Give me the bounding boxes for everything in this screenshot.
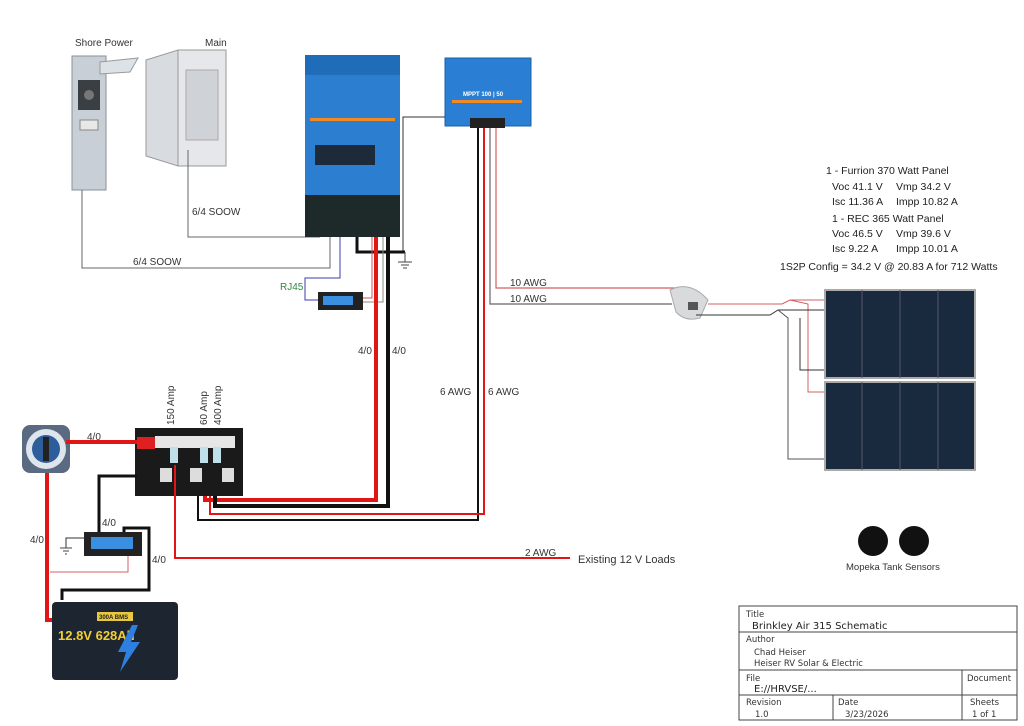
panel-specs: 1 - Furrion 370 Watt Panel Voc 41.1 V Vm… bbox=[780, 165, 998, 273]
author-label: Author bbox=[746, 635, 775, 645]
panel2-voc: Voc 46.5 V bbox=[832, 228, 883, 240]
drawing-title: Brinkley Air 315 Schematic bbox=[752, 621, 887, 632]
inverter-neg-label: 4/0 bbox=[392, 346, 406, 357]
panel2-isc: Isc 9.22 A bbox=[832, 243, 878, 255]
shore-power-label: Shore Power bbox=[75, 38, 133, 49]
inverter-ground-wire bbox=[355, 237, 405, 254]
sheets-label: Sheets bbox=[970, 698, 1000, 708]
author-name: Chad Heiser bbox=[754, 648, 806, 658]
battery-bms-label: 300A BMS bbox=[99, 615, 128, 621]
panel1-impp: Impp 10.82 A bbox=[896, 196, 958, 208]
panel1-vmp: Vmp 34.2 V bbox=[896, 181, 951, 193]
panel1-voc: Voc 41.1 V bbox=[832, 181, 883, 193]
mppt-negative-cable bbox=[197, 128, 479, 521]
battery-monitor-display bbox=[318, 292, 363, 310]
panel1-isc: Isc 11.36 A bbox=[832, 196, 883, 208]
shunt bbox=[84, 532, 142, 556]
rj45-cable bbox=[304, 237, 341, 301]
battery-pos-label: 4/0 bbox=[30, 535, 44, 546]
fuse-150-label: 150 Amp bbox=[166, 385, 177, 425]
panel1-title: 1 - Furrion 370 Watt Panel bbox=[826, 165, 949, 177]
monitor-pos-wire bbox=[363, 237, 373, 299]
file-path: E://HRVSE/... bbox=[754, 684, 817, 695]
pv-negative-wire bbox=[489, 128, 672, 305]
shunt-to-battery-cable bbox=[60, 526, 151, 600]
file-label: File bbox=[746, 674, 760, 684]
fuse-60-label: 60 Amp bbox=[199, 391, 210, 425]
shunt-sense-wire bbox=[50, 556, 129, 573]
tank-sensors-label: Mopeka Tank Sensors bbox=[846, 562, 940, 573]
pv-pos-label: 10 AWG bbox=[510, 278, 547, 289]
ground-icon bbox=[398, 252, 412, 269]
document-label: Document bbox=[967, 674, 1012, 684]
mppt-pos-label: 6 AWG bbox=[488, 387, 520, 398]
panel-positive-wire bbox=[708, 299, 826, 305]
tank-sensors bbox=[858, 526, 929, 556]
rj45-label: RJ45 bbox=[280, 282, 304, 293]
revision-value: 1.0 bbox=[755, 710, 769, 720]
panel2-positive-wire bbox=[789, 299, 826, 393]
bus-bar-fuse-block bbox=[135, 428, 243, 496]
mppt-neg-label: 6 AWG bbox=[440, 387, 472, 398]
soow-wire-shore bbox=[81, 190, 331, 269]
title-block bbox=[738, 605, 1018, 721]
existing-loads-label: Existing 12 V Loads bbox=[578, 554, 676, 566]
revision-label: Revision bbox=[746, 698, 782, 708]
roof-cable-entry-gland bbox=[669, 286, 709, 320]
panel2-vmp: Vmp 39.6 V bbox=[896, 228, 951, 240]
sheets-value: 1 of 1 bbox=[972, 710, 996, 720]
array-config: 1S2P Config = 34.2 V @ 20.83 A for 712 W… bbox=[780, 261, 998, 273]
date-label: Date bbox=[838, 698, 858, 708]
battery-disconnect-switch[interactable] bbox=[22, 425, 70, 473]
inverter-charger bbox=[305, 55, 400, 237]
lightning-icon bbox=[118, 625, 140, 672]
main-panel bbox=[145, 49, 227, 167]
bus-to-shunt-cable bbox=[97, 474, 137, 535]
monitor-neg-wire bbox=[363, 237, 384, 303]
fuse-400-label: 400 Amp bbox=[213, 385, 224, 425]
loads-cable bbox=[174, 465, 570, 559]
soow-wire-main bbox=[187, 150, 320, 238]
soow-shore-label: 6/4 SOOW bbox=[133, 257, 182, 268]
battery-capacity-label: 12.8V 628Ah bbox=[58, 628, 135, 643]
mppt-label: MPPT 100 | 50 bbox=[463, 92, 504, 98]
panel2-negative-wire bbox=[777, 309, 826, 460]
company-name: Heiser RV Solar & Electric bbox=[754, 659, 863, 669]
title-label: Title bbox=[745, 610, 764, 620]
date-value: 3/23/2026 bbox=[845, 710, 889, 720]
switch-cable-label: 4/0 bbox=[87, 432, 101, 443]
shunt-battery-label: 4/0 bbox=[152, 555, 166, 566]
panel2-title: 1 - REC 365 Watt Panel bbox=[832, 213, 944, 225]
shunt-top-label: 4/0 bbox=[102, 518, 116, 529]
mppt-charge-controller: MPPT 100 | 50 bbox=[444, 57, 532, 128]
inverter-pos-label: 4/0 bbox=[358, 346, 372, 357]
panel2-impp: Impp 10.01 A bbox=[896, 243, 958, 255]
pv-neg-label: 10 AWG bbox=[510, 294, 547, 305]
solar-panel-rec bbox=[824, 381, 976, 471]
shore-power-pedestal bbox=[71, 55, 139, 191]
ground-icon bbox=[60, 547, 72, 555]
panel-negative-wire bbox=[696, 309, 826, 316]
panel1-negative-tail bbox=[799, 318, 826, 371]
mppt-ground-wire bbox=[402, 116, 445, 252]
solar-panel-furrion bbox=[824, 289, 976, 379]
soow-main-label: 6/4 SOOW bbox=[192, 207, 241, 218]
lithium-battery: 300A BMS 12.8V 628Ah bbox=[52, 602, 178, 680]
main-label: Main bbox=[205, 38, 227, 49]
shunt-ground-wire bbox=[65, 537, 84, 548]
loads-cable-label: 2 AWG bbox=[525, 548, 557, 559]
pv-positive-wire bbox=[495, 128, 680, 289]
battery-positive-cable bbox=[45, 473, 60, 622]
